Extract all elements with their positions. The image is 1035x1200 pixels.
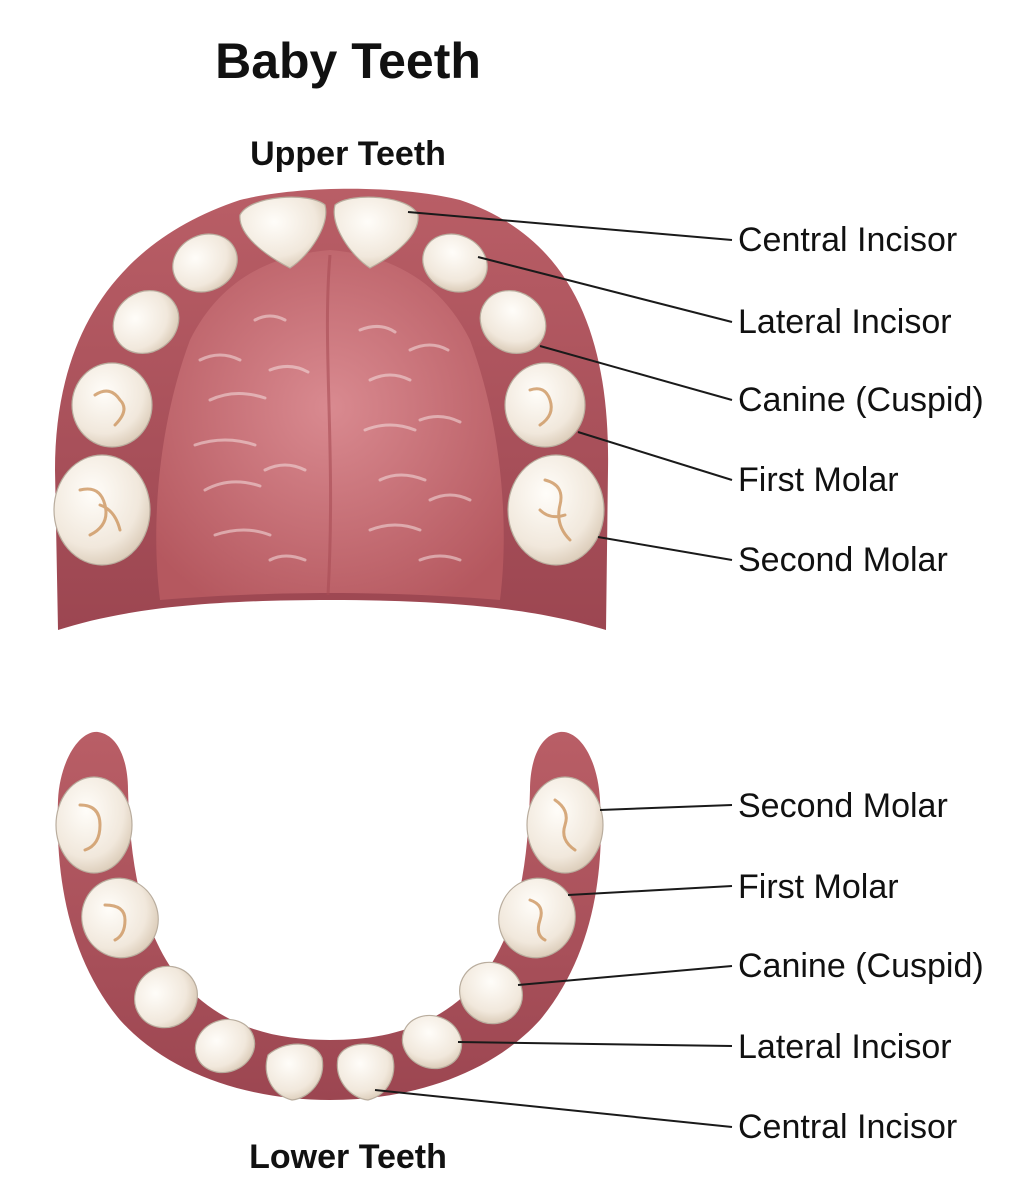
- lower-left-central-incisor: [265, 1043, 324, 1101]
- upper-left-central-incisor: [239, 196, 327, 269]
- label-lower-central-incisor: Central Incisor: [738, 1108, 957, 1146]
- upper-right-second-molar: [507, 454, 605, 566]
- lower-right-central-incisor: [336, 1043, 395, 1101]
- upper-labels: Central Incisor Lateral Incisor Canine (…: [738, 221, 984, 579]
- palate-texture: [193, 314, 472, 562]
- upper-leader-lines: [407, 211, 733, 561]
- leader-lower-second-molar: [599, 804, 733, 811]
- label-upper-central-incisor: Central Incisor: [738, 221, 957, 259]
- leader-lower-first-molar: [567, 885, 733, 896]
- leader-upper-central-incisor: [407, 211, 733, 241]
- lower-left-second-molar: [55, 776, 133, 874]
- leader-upper-second-molar: [597, 536, 733, 561]
- label-upper-lateral-incisor: Lateral Incisor: [738, 303, 952, 341]
- leader-upper-lateral-incisor: [477, 256, 733, 323]
- diagram-title: Baby Teeth: [215, 33, 481, 89]
- lower-left-first-molar: [81, 877, 159, 959]
- lower-arch: [55, 731, 604, 1101]
- upper-right-canine: [479, 290, 547, 354]
- upper-left-first-molar: [71, 362, 153, 448]
- lower-labels: Second Molar First Molar Canine (Cuspid)…: [738, 787, 984, 1146]
- label-lower-canine: Canine (Cuspid): [738, 947, 984, 985]
- upper-teeth-heading: Upper Teeth: [250, 135, 446, 173]
- label-lower-first-molar: First Molar: [738, 868, 899, 906]
- palate-midline: [325, 254, 333, 596]
- upper-arch: [53, 188, 609, 630]
- label-lower-lateral-incisor: Lateral Incisor: [738, 1028, 952, 1066]
- upper-right-lateral-incisor: [422, 233, 488, 293]
- lower-leader-lines: [374, 804, 733, 1128]
- upper-left-lateral-incisor: [172, 233, 238, 293]
- leader-upper-first-molar: [577, 431, 733, 481]
- label-upper-first-molar: First Molar: [738, 461, 899, 499]
- leader-lower-lateral-incisor: [457, 1041, 733, 1047]
- leader-upper-canine: [539, 345, 733, 401]
- label-lower-second-molar: Second Molar: [738, 787, 948, 825]
- leader-lower-central-incisor: [374, 1089, 733, 1128]
- lower-teeth-heading: Lower Teeth: [249, 1138, 447, 1176]
- label-upper-canine: Canine (Cuspid): [738, 381, 984, 419]
- lower-left-lateral-incisor: [194, 1018, 256, 1074]
- upper-left-canine: [112, 290, 180, 354]
- upper-left-second-molar: [53, 454, 151, 566]
- lower-teeth: [55, 776, 604, 1101]
- upper-teeth: [53, 196, 605, 566]
- lower-left-canine: [134, 965, 198, 1029]
- upper-right-central-incisor: [333, 196, 419, 269]
- lower-right-lateral-incisor: [401, 1014, 463, 1070]
- leader-lower-canine: [517, 965, 733, 986]
- upper-right-first-molar: [504, 362, 586, 448]
- lower-right-first-molar: [498, 877, 576, 959]
- label-upper-second-molar: Second Molar: [738, 541, 948, 579]
- lower-right-canine: [459, 961, 523, 1025]
